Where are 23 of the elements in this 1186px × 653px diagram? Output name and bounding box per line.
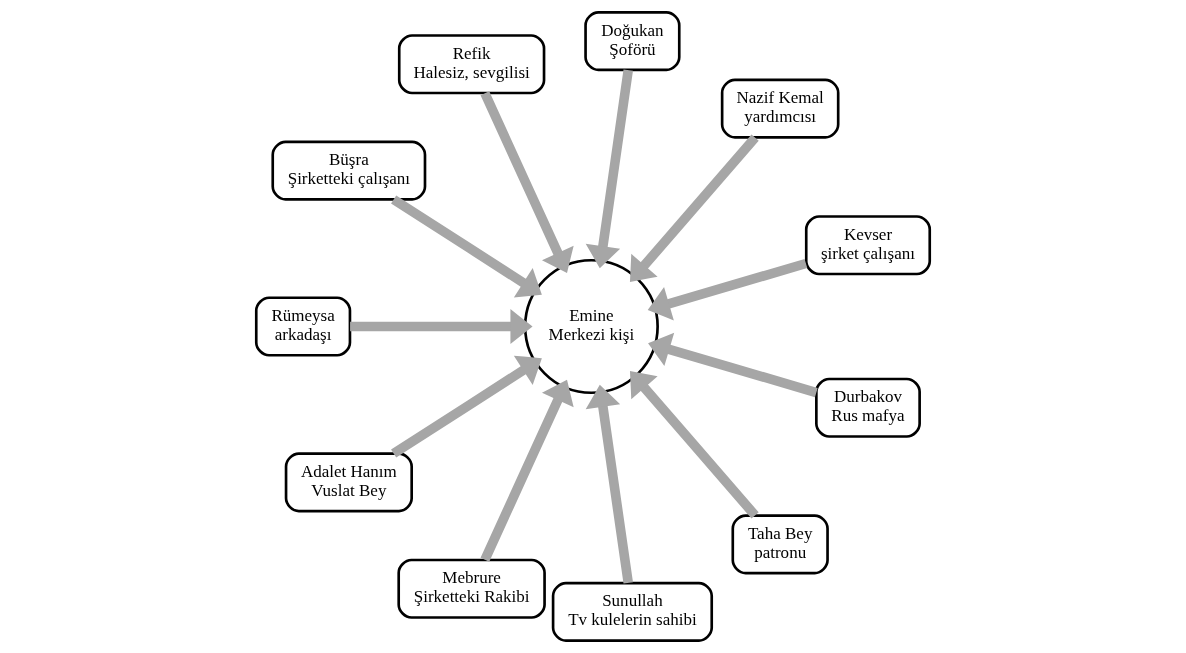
arrow (391, 355, 542, 458)
arrow (585, 384, 633, 584)
node-box: Sunullah Tv kulelerin sahibi (551, 581, 714, 642)
node-box: Adalet Hanım Vuslat Bey (284, 452, 413, 513)
node-box: Durbakov Rus mafya (815, 377, 921, 438)
arrow (480, 91, 574, 274)
arrow (648, 332, 818, 398)
node-circle: Emine Merkezi kişi (523, 258, 659, 395)
node-box: Rümeysa arkadaşı (254, 296, 352, 357)
node-box: Doğukan Şoförü (584, 11, 681, 72)
arrow (629, 134, 759, 282)
node-box: Nazif Kemal yardımcısı (720, 78, 840, 139)
arrow (480, 379, 574, 562)
arrow (350, 309, 533, 344)
node-box: Mebrure Şirketteki Rakibi (397, 558, 546, 619)
arrow (391, 195, 542, 298)
arrow (585, 69, 633, 269)
node-box: Kevser şirket çalışanı (804, 215, 932, 276)
arrow (647, 258, 808, 321)
node-box: Taha Bey patronu (731, 514, 829, 575)
node-box: Büşra Şirketteki çalışanı (271, 140, 427, 201)
arrow (629, 371, 759, 519)
node-box: Refik Halesiz, sevgilisi (397, 34, 546, 95)
